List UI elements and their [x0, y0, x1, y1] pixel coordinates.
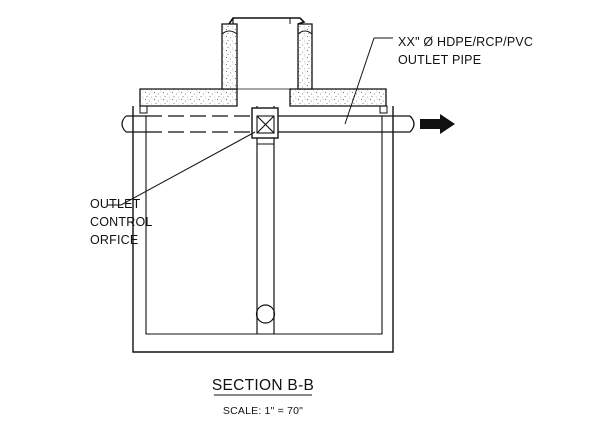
control-orifice-label-line3: ORFICE: [90, 233, 138, 247]
pipe-wall-seals: [139, 105, 388, 114]
outflow-arrow: [420, 114, 455, 134]
control-orifice-label-line2: CONTROL: [90, 215, 153, 229]
standpipe: [256, 106, 275, 334]
section-title: SECTION B-B: [212, 377, 314, 394]
section-scale: SCALE: 1" = 70": [223, 405, 303, 417]
outlet-control-orifice-box: [251, 107, 279, 139]
concrete-top-slab: [139, 88, 387, 107]
control-orifice-label-line1: OUTLET: [90, 197, 141, 211]
bottom-orifice: [255, 304, 276, 324]
leader-control-orifice: [107, 131, 256, 206]
manhole-cover-frame: [228, 17, 306, 25]
outlet-pipe-label-line2: OUTLET PIPE: [398, 53, 481, 67]
outlet-pipe-label-line1: XX" Ø HDPE/RCP/PVC: [398, 35, 533, 49]
outlet-pipe: [276, 115, 415, 133]
tank-outer-wall: [132, 106, 394, 353]
riser-right-wall: [297, 23, 313, 90]
inlet-pipe-dashed: [121, 115, 252, 133]
riser-left-wall: [221, 23, 238, 90]
leader-outlet-pipe: [344, 37, 393, 125]
tank-inner-wall: [145, 116, 383, 335]
